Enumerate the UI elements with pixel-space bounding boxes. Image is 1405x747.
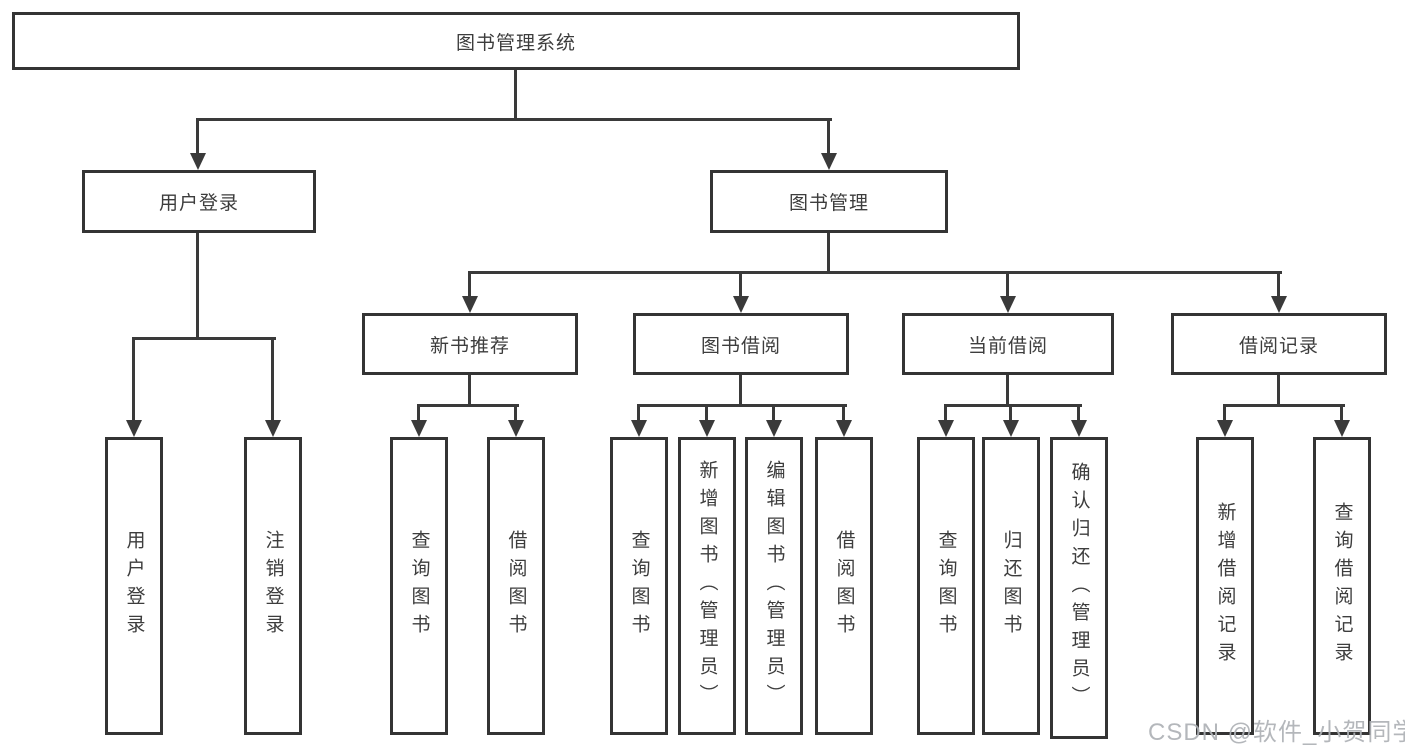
- connector-line: [772, 404, 775, 421]
- node-borrow-records-label: 借阅记录: [1238, 335, 1319, 357]
- arrow-down-icon: [766, 420, 782, 437]
- leaf-add-borrow-record-label: 新增借阅记录: [1214, 502, 1236, 670]
- arrow-down-icon: [1271, 296, 1287, 313]
- leaf-logout: 注销登录: [244, 437, 302, 735]
- connector-line: [514, 70, 517, 118]
- arrow-down-icon: [1000, 296, 1016, 313]
- connector-line: [1340, 404, 1343, 421]
- connector-line: [417, 404, 420, 421]
- connector-line: [827, 118, 830, 154]
- csdn-watermark: CSDN @软件_小贺同学: [1148, 719, 1405, 746]
- leaf-edit-books-admin: 编辑图书（管理员）: [745, 437, 803, 735]
- node-user-login: 用户登录: [82, 170, 316, 233]
- arrow-down-icon: [411, 420, 427, 437]
- arrow-down-icon: [836, 420, 852, 437]
- connector-line: [1009, 404, 1012, 421]
- connector-line: [1006, 271, 1009, 297]
- leaf-confirm-return-admin: 确认归还（管理员）: [1050, 437, 1108, 739]
- connector-line: [1277, 271, 1280, 297]
- arrow-down-icon: [821, 153, 837, 170]
- leaf-return-books: 归还图书: [982, 437, 1040, 735]
- leaf-add-books-admin: 新增图书（管理员）: [678, 437, 736, 735]
- connector-line: [468, 271, 1282, 274]
- connector-line: [1277, 375, 1280, 404]
- connector-line: [271, 337, 274, 421]
- node-current-borrow: 当前借阅: [902, 313, 1114, 375]
- arrow-down-icon: [508, 420, 524, 437]
- leaf-add-books-admin-label: 新增图书（管理员）: [696, 460, 718, 712]
- node-book-management-label: 图书管理: [788, 193, 869, 214]
- connector-line: [637, 404, 847, 407]
- leaf-recommend-borrow-books-label: 借阅图书: [505, 530, 527, 642]
- node-root-label: 图书管理系统: [455, 32, 576, 54]
- connector-line: [1006, 375, 1009, 404]
- connector-line: [417, 404, 519, 407]
- connector-line: [468, 271, 471, 297]
- leaf-recommend-query-books: 查询图书: [390, 437, 448, 735]
- node-current-borrow-label: 当前借阅: [967, 335, 1048, 357]
- connector-line: [196, 118, 199, 154]
- connector-line: [944, 404, 947, 421]
- arrow-down-icon: [631, 420, 647, 437]
- connector-line: [132, 337, 276, 340]
- arrow-down-icon: [1071, 420, 1087, 437]
- connector-line: [196, 118, 832, 121]
- leaf-borrow-query-books-label: 查询图书: [628, 530, 650, 642]
- arrow-down-icon: [190, 153, 206, 170]
- connector-line: [739, 375, 742, 404]
- node-new-book-recommend-label: 新书推荐: [429, 335, 510, 357]
- connector-line: [1223, 404, 1226, 421]
- arrow-down-icon: [1334, 420, 1350, 437]
- connector-line: [944, 404, 1082, 407]
- connector-line: [514, 404, 517, 421]
- connector-line: [739, 271, 742, 297]
- node-book-borrow-label: 图书借阅: [700, 335, 781, 357]
- leaf-recommend-borrow-books: 借阅图书: [487, 437, 545, 735]
- connector-line: [705, 404, 708, 421]
- connector-line: [132, 337, 135, 421]
- leaf-add-borrow-record: 新增借阅记录: [1196, 437, 1254, 735]
- leaf-return-books-label: 归还图书: [1000, 530, 1022, 642]
- leaf-query-borrow-record-label: 查询借阅记录: [1331, 502, 1353, 670]
- leaf-borrow-books: 借阅图书: [815, 437, 873, 735]
- leaf-recommend-query-books-label: 查询图书: [408, 530, 430, 642]
- leaf-edit-books-admin-label: 编辑图书（管理员）: [763, 460, 785, 712]
- leaf-current-query-books: 查询图书: [917, 437, 975, 735]
- leaf-borrow-query-books: 查询图书: [610, 437, 668, 735]
- node-new-book-recommend: 新书推荐: [362, 313, 578, 375]
- node-user-login-label: 用户登录: [158, 193, 239, 214]
- connector-line: [827, 233, 830, 271]
- connector-line: [468, 375, 471, 404]
- node-book-borrow: 图书借阅: [633, 313, 849, 375]
- connector-line: [1077, 404, 1080, 421]
- node-root: 图书管理系统: [12, 12, 1020, 70]
- arrow-down-icon: [938, 420, 954, 437]
- connector-line: [196, 233, 199, 337]
- arrow-down-icon: [126, 420, 142, 437]
- connector-line: [637, 404, 640, 421]
- leaf-confirm-return-admin-label: 确认归还（管理员）: [1068, 462, 1090, 714]
- node-borrow-records: 借阅记录: [1171, 313, 1387, 375]
- leaf-logout-label: 注销登录: [262, 530, 284, 642]
- node-book-management: 图书管理: [710, 170, 948, 233]
- arrow-down-icon: [699, 420, 715, 437]
- leaf-user-login: 用户登录: [105, 437, 163, 735]
- arrow-down-icon: [1217, 420, 1233, 437]
- leaf-query-borrow-record: 查询借阅记录: [1313, 437, 1371, 735]
- connector-line: [842, 404, 845, 421]
- arrow-down-icon: [1003, 420, 1019, 437]
- leaf-borrow-books-label: 借阅图书: [833, 530, 855, 642]
- arrow-down-icon: [265, 420, 281, 437]
- leaf-user-login-label: 用户登录: [123, 530, 145, 642]
- leaf-current-query-books-label: 查询图书: [935, 530, 957, 642]
- arrow-down-icon: [462, 296, 478, 313]
- connector-line: [1223, 404, 1345, 407]
- arrow-down-icon: [733, 296, 749, 313]
